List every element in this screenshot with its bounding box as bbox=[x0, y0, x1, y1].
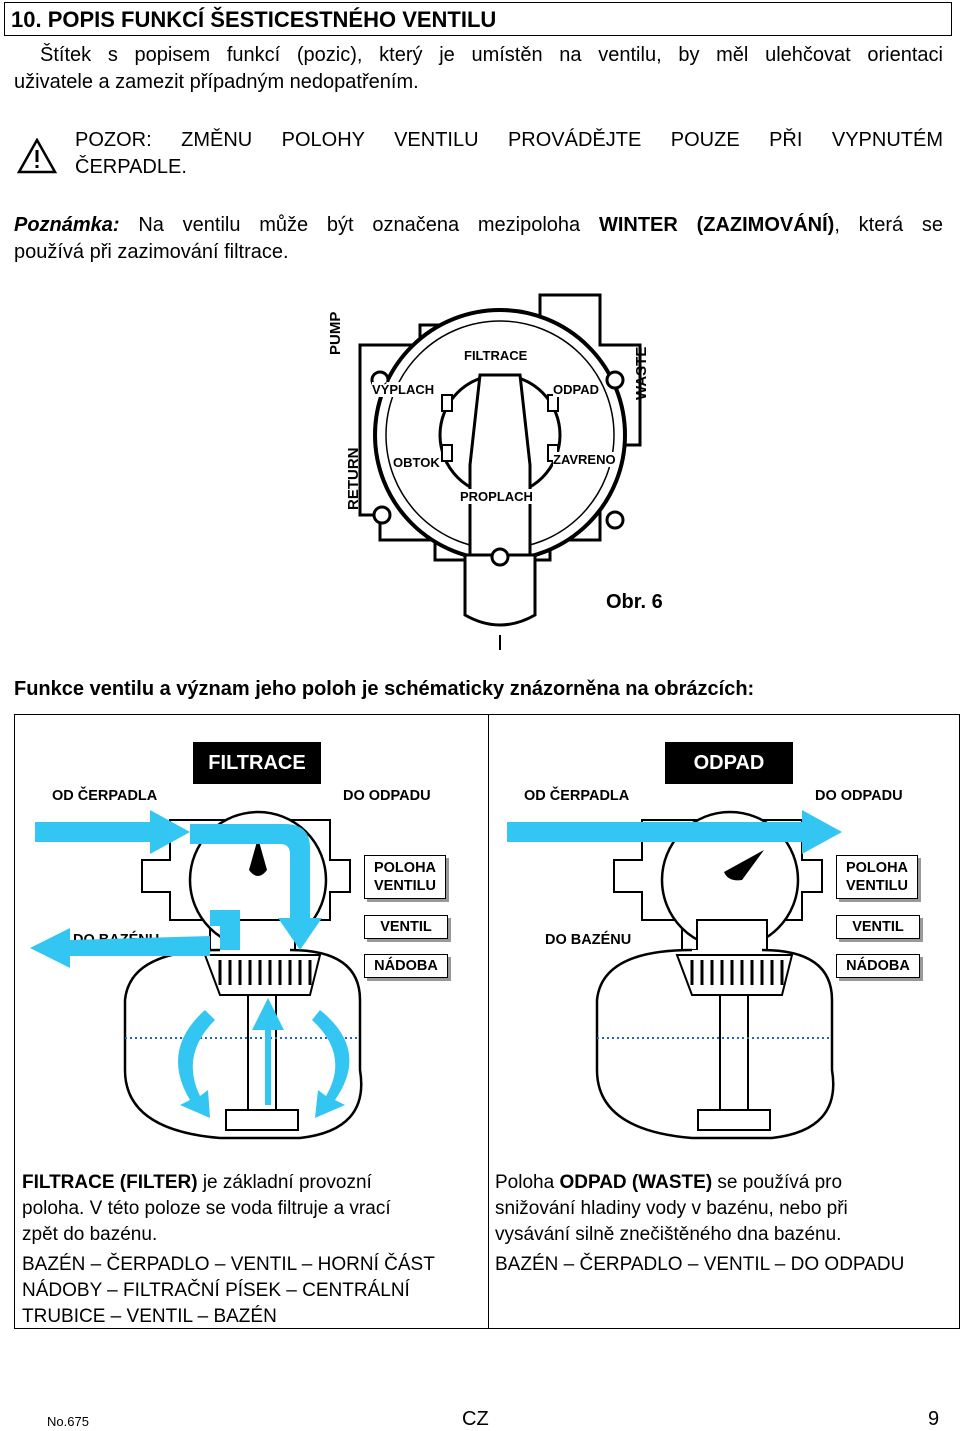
section-title-bar: 10. POPIS FUNKCÍ ŠESTICESTNÉHO VENTILU bbox=[4, 2, 952, 36]
panel-1-desc-line-2: poloha. V této poloze se voda filtruje a… bbox=[22, 1198, 391, 1219]
note-text-b: , která se bbox=[834, 214, 944, 236]
panel-2-do-bazenu: DO BAZÉNU bbox=[545, 932, 632, 948]
panel-1-ventil-label: VENTIL bbox=[364, 915, 448, 939]
label-odpad: ODPAD bbox=[553, 382, 599, 397]
panel-2-poloha-2: VENTILU bbox=[845, 878, 909, 894]
label-vyplach: VÝPLACH bbox=[372, 382, 435, 397]
panel-2-nadoba-label: NÁDOBA bbox=[836, 954, 920, 978]
table-divider bbox=[488, 715, 489, 1328]
label-waste: WASTE bbox=[633, 346, 650, 400]
label-filtrace: FILTRACE bbox=[464, 348, 528, 363]
note-label: Poznámka: bbox=[14, 214, 120, 236]
label-return: RETURN bbox=[345, 447, 362, 511]
footer-lang: CZ bbox=[462, 1408, 489, 1430]
panel-2-od-cerpadla: OD ČERPADLA bbox=[524, 788, 630, 804]
panel-2-desc-line-1: Poloha ODPAD (WASTE) se používá pro bbox=[495, 1172, 843, 1193]
panel-2-poloha-label: POLOHA VENTILU bbox=[836, 855, 918, 899]
label-obtok: OBTOK bbox=[393, 455, 440, 470]
note-line-2: používá při zazimování filtrace. bbox=[14, 241, 289, 263]
panel-1-tag: FILTRACE bbox=[193, 742, 321, 784]
panel-2-ventil-label: VENTIL bbox=[836, 915, 920, 939]
panel-1-flow-line-3: TRUBICE – VENTIL – BAZÉN bbox=[22, 1306, 277, 1327]
note-line-1: Poznámka: Na ventilu může být označena m… bbox=[14, 212, 943, 239]
panel-2-poloha-1: POLOHA bbox=[845, 860, 909, 876]
panel-1-desc-line-3: zpět do bazénu. bbox=[22, 1224, 158, 1245]
footer-page-number: 9 bbox=[928, 1408, 940, 1430]
panel-2-desc: Poloha ODPAD (WASTE) se používá pro sniž… bbox=[495, 1170, 950, 1278]
panel-1-flow-line-2: NÁDOBY – FILTRAČNÍ PÍSEK – CENTRÁLNÍ bbox=[22, 1280, 410, 1301]
panel-1-nadoba-label: NÁDOBA bbox=[364, 954, 448, 978]
panel-2-tag: ODPAD bbox=[665, 742, 793, 784]
note-highlight: WINTER (ZAZIMOVÁNÍ) bbox=[598, 214, 835, 236]
intro-line-2: uživatele a zamezit případným nedopatřen… bbox=[14, 71, 419, 93]
panel-1-do-odpadu: DO ODPADU bbox=[343, 788, 431, 804]
warning-line-1: POZOR: ZMĚNU POLOHY VENTILU PROVÁDĚJTE P… bbox=[75, 129, 943, 151]
panel-1-poloha-label: POLOHA VENTILU bbox=[364, 855, 446, 899]
panel-1-poloha-2: VENTILU bbox=[373, 878, 437, 894]
panel-2-desc-line-3: vysávání silně znečištěného dna bazénu. bbox=[495, 1224, 842, 1245]
panel-1-poloha-1: POLOHA bbox=[373, 860, 437, 876]
footer-model: No.675 bbox=[47, 1414, 89, 1429]
section-title: 10. POPIS FUNKCÍ ŠESTICESTNÉHO VENTILU bbox=[11, 7, 497, 32]
panel-2-diagram bbox=[507, 810, 842, 1140]
panel-2-do-odpadu: DO ODPADU bbox=[815, 788, 903, 804]
intro-line-1: Štítek s popisem funkcí (pozic), který j… bbox=[40, 44, 943, 66]
panel-2-flow-line-1: BAZÉN – ČERPADLO – VENTIL – DO ODPADU bbox=[495, 1254, 905, 1275]
panel-1-desc-line-1: FILTRACE (FILTER) je základní provozní bbox=[22, 1172, 372, 1193]
panel-2-desc-line-2: snižování hladiny vody v bazénu, nebo př… bbox=[495, 1198, 848, 1219]
panel-1-diagram bbox=[30, 810, 363, 1140]
panel-1-flow-line-1: BAZÉN – ČERPADLO – VENTIL – HORNÍ ČÁST bbox=[22, 1254, 435, 1275]
note-text-a: Na ventilu může být označena mezipoloha bbox=[119, 214, 599, 236]
schema-heading: Funkce ventilu a význam jeho poloh je sc… bbox=[14, 678, 755, 700]
label-proplach: PROPLACH bbox=[460, 489, 533, 504]
label-zavreno: ZAVRENO bbox=[553, 452, 616, 467]
warning-line-2: ČERPADLE. bbox=[75, 156, 187, 178]
valve-drawing bbox=[358, 293, 642, 650]
figure-caption: Obr. 6 bbox=[606, 591, 663, 613]
panel-1-od-cerpadla: OD ČERPADLA bbox=[52, 788, 158, 804]
label-pump: PUMP bbox=[327, 311, 344, 355]
warning-icon bbox=[17, 138, 57, 174]
panel-1-desc: FILTRACE (FILTER) je základní provozní p… bbox=[22, 1170, 472, 1330]
